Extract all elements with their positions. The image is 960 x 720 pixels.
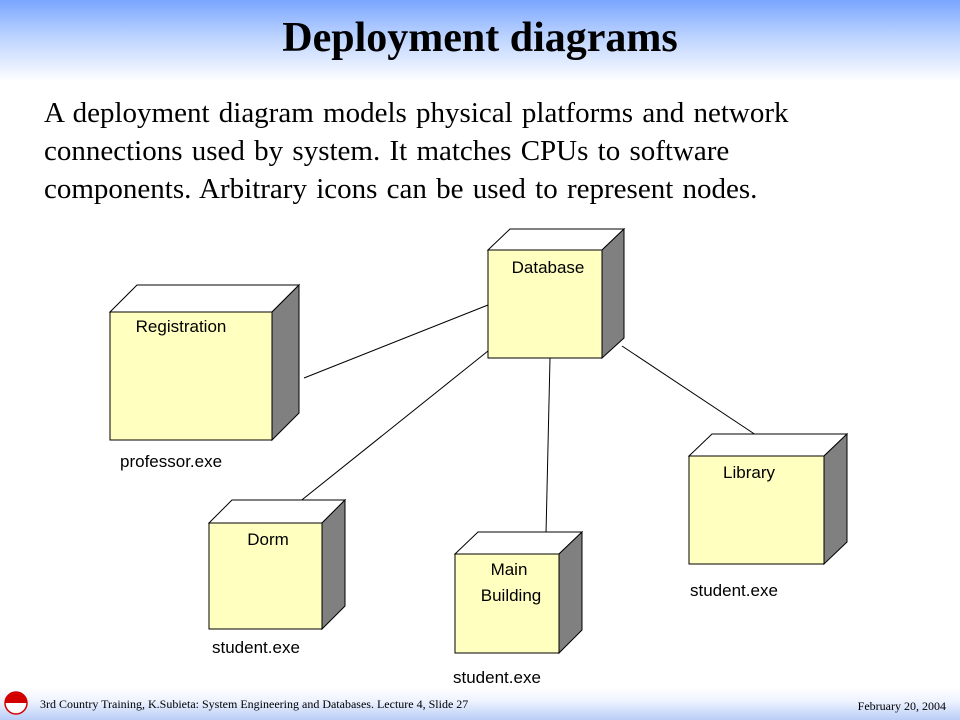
artifact-label-registration: professor.exe <box>120 452 222 471</box>
node-registration: Registration <box>108 283 301 442</box>
connection-database-registration <box>303 304 489 379</box>
node-side-face <box>601 227 625 360</box>
node-library: Library <box>687 432 849 566</box>
artifact-label-library: student.exe <box>690 581 778 600</box>
title-band <box>0 0 960 82</box>
node-label: Registration <box>136 317 227 336</box>
node-top-face <box>108 284 301 313</box>
node-front-face <box>688 455 825 565</box>
node-top-face <box>486 228 626 251</box>
node-top-face <box>207 499 347 524</box>
node-dorm: Dorm <box>207 498 347 631</box>
intro-line-3: components. Arbitrary icons can be used … <box>44 173 758 205</box>
footer-date: February 20, 2004 <box>857 699 946 713</box>
red-white-circle-logo-icon <box>4 691 28 715</box>
node-top-face <box>687 433 849 457</box>
connection-database-library <box>621 345 769 444</box>
node-label: Dorm <box>247 530 289 549</box>
node-side-face <box>321 498 346 631</box>
node-label: Library <box>723 463 775 482</box>
node-side-face <box>271 283 300 442</box>
node-database: Database <box>486 227 626 360</box>
connection-database-main-building <box>545 357 551 535</box>
footer-band <box>0 688 960 720</box>
node-side-face <box>558 530 583 655</box>
slide-title: Deployment diagrams <box>282 15 678 61</box>
node-label: Database <box>512 258 585 277</box>
connection-database-dorm <box>272 346 494 524</box>
node-front-face <box>109 311 273 441</box>
node-label-line-2: Building <box>481 586 542 605</box>
intro-line-2: connections used by system. It matches C… <box>44 135 730 167</box>
node-front-face <box>454 553 560 654</box>
node-main-building: Main Building <box>453 530 584 655</box>
intro-line-1: A deployment diagram models physical pla… <box>44 97 789 129</box>
footer-course-text: 3rd Country Training, K.Subieta: System … <box>40 697 469 711</box>
artifact-label-dorm: student.exe <box>212 638 300 657</box>
node-side-face <box>823 432 848 566</box>
node-label-line-1: Main <box>491 560 528 579</box>
intro-text: A deployment diagram models physical pla… <box>44 94 924 208</box>
node-front-face <box>208 522 323 630</box>
artifact-label-main-building: student.exe <box>453 668 541 687</box>
node-front-face <box>487 249 603 359</box>
